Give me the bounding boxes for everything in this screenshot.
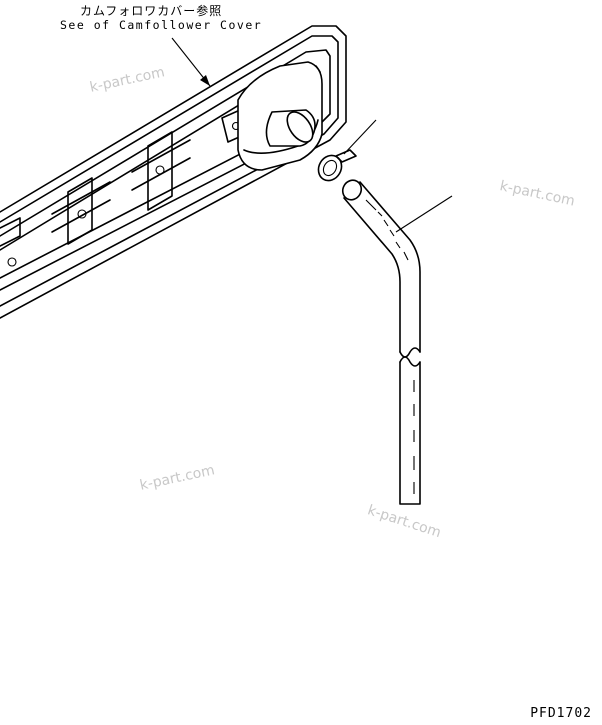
hose-clamp [317, 119, 377, 182]
reference-leader [171, 37, 211, 87]
breather-bracket [221, 61, 323, 171]
reference-note-japanese: カムフォロワカバー参照 [80, 4, 223, 18]
reference-note-english: See of Camfollower Cover [60, 18, 263, 32]
breather-hose [341, 179, 453, 505]
drawing-code: PFD1702 [530, 706, 592, 721]
